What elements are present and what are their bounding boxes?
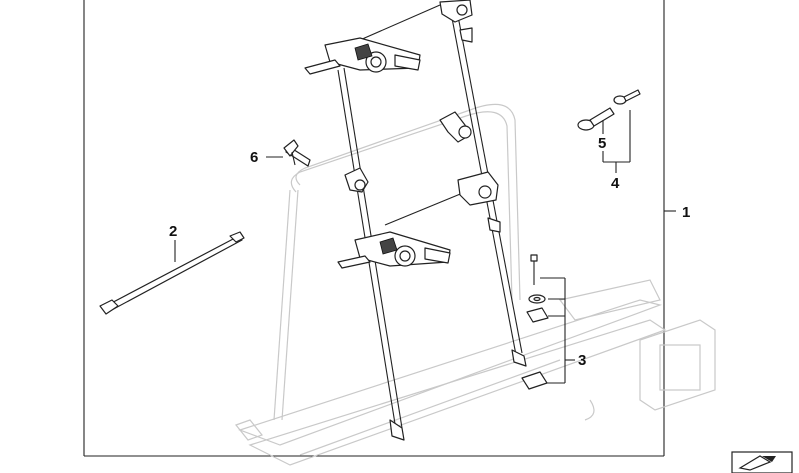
middle-knob-left <box>344 167 369 193</box>
upper-wheel-clamp <box>304 37 421 75</box>
mounting-washer <box>528 294 546 304</box>
bolt-washer <box>613 89 641 105</box>
callout-1: 1 <box>682 204 690 221</box>
top-rail-clamp <box>439 0 473 43</box>
locking-pin <box>283 139 311 167</box>
arrow-badge-icon <box>731 451 793 473</box>
mounting-plate-lower <box>521 371 548 390</box>
ghost-carrier-outline <box>235 103 716 466</box>
right-mid-clamp <box>457 171 501 233</box>
leader-3-bracket <box>540 277 575 384</box>
callout-2: 2 <box>169 223 177 240</box>
callout-6: 6 <box>250 149 258 166</box>
middle-knob-right <box>439 111 472 143</box>
callout-3: 3 <box>578 352 586 369</box>
callout-5: 5 <box>598 135 606 152</box>
tension-strap <box>99 231 245 315</box>
wing-bolt <box>577 107 615 131</box>
leader-4-bracket <box>602 110 631 173</box>
assembly-frame <box>83 0 665 457</box>
mounting-bolt <box>530 254 538 285</box>
lower-wheel-clamp <box>337 231 451 269</box>
mounting-plate-upper <box>526 307 549 323</box>
callout-4: 4 <box>611 175 620 192</box>
bike-holder-assembly <box>304 0 527 441</box>
